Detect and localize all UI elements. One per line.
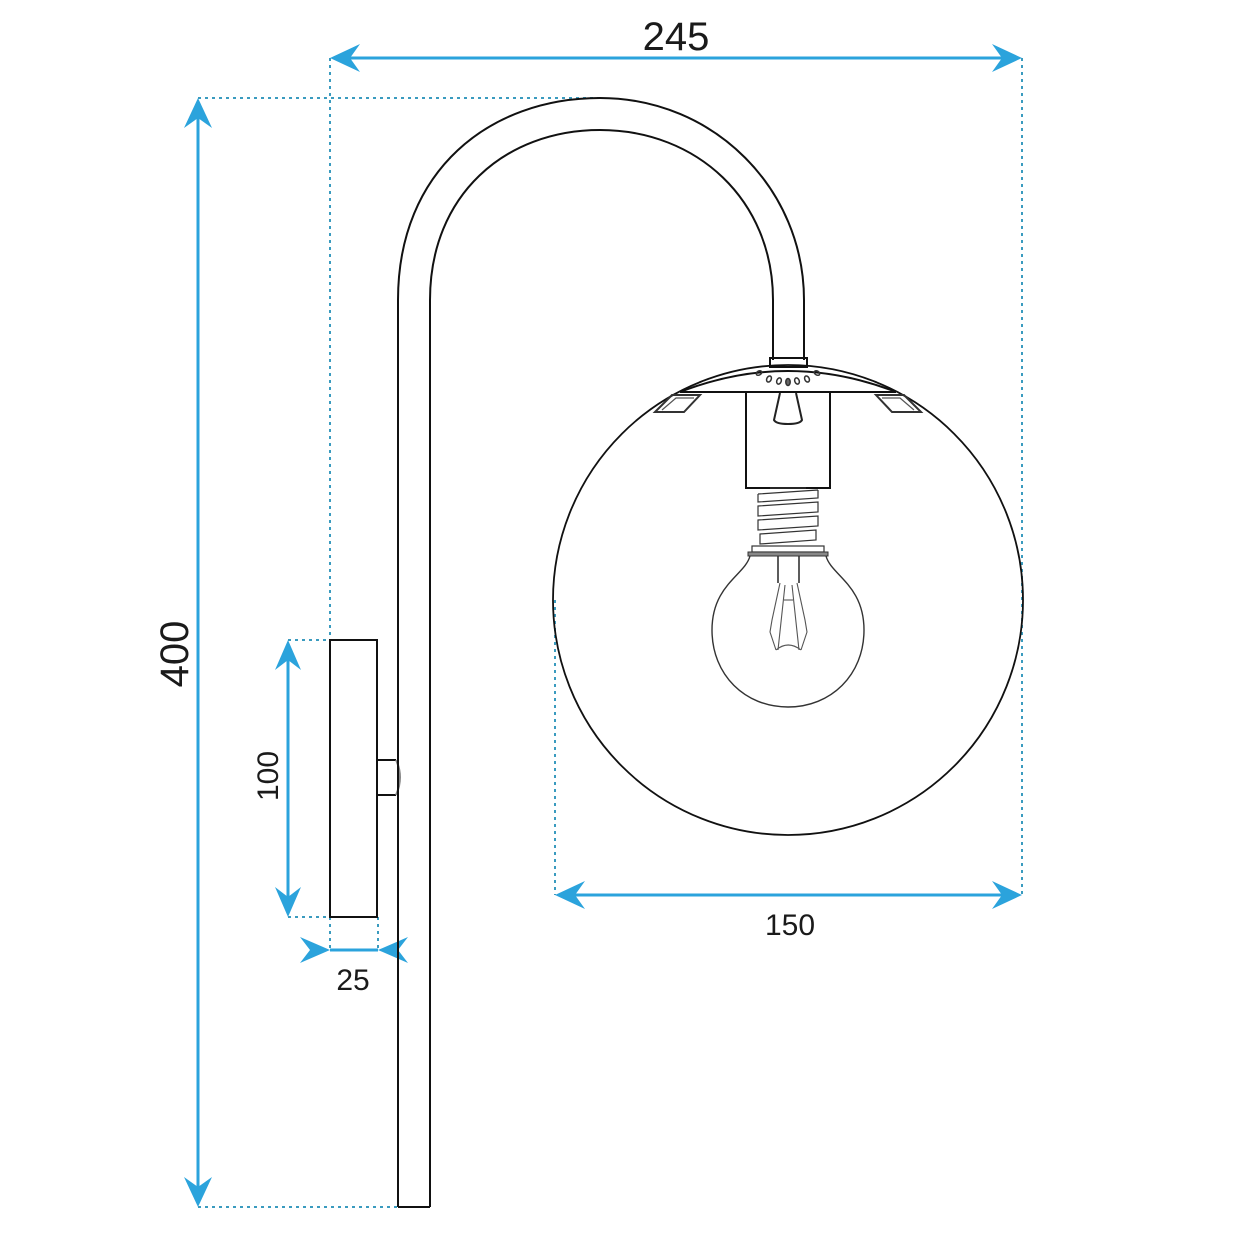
dimension-label-150: 150	[765, 909, 815, 942]
arrow-up-icon	[275, 640, 301, 670]
arrow-left-icon	[330, 44, 360, 72]
arrow-left-icon	[378, 937, 408, 963]
dimension-wall-plate-depth: 25	[300, 937, 408, 997]
dimension-label-400: 400	[153, 621, 197, 688]
bulb	[711, 555, 865, 708]
arrow-up-icon	[184, 98, 212, 128]
dimension-label-245: 245	[643, 15, 710, 59]
arrow-down-icon	[275, 887, 301, 917]
arm-tube	[397, 96, 808, 1208]
filament	[769, 582, 808, 651]
arrow-right-icon	[300, 937, 330, 963]
glass-globe	[552, 364, 1024, 836]
arrow-down-icon	[184, 1177, 212, 1207]
dimension-label-100: 100	[252, 751, 285, 801]
arrow-right-icon	[992, 44, 1022, 72]
dimension-total-width: 245	[330, 15, 1022, 72]
dimension-label-25: 25	[336, 964, 369, 997]
canopy	[652, 369, 924, 413]
dimension-wall-plate-height: 100	[252, 640, 301, 917]
wall-plate	[329, 639, 401, 918]
dimension-globe-diameter: 150	[555, 881, 1022, 942]
dimension-total-height: 400	[153, 98, 212, 1207]
arrow-left-icon	[555, 881, 585, 909]
extension-lines	[198, 58, 1023, 1208]
arrow-right-icon	[992, 881, 1022, 909]
socket	[745, 391, 831, 557]
